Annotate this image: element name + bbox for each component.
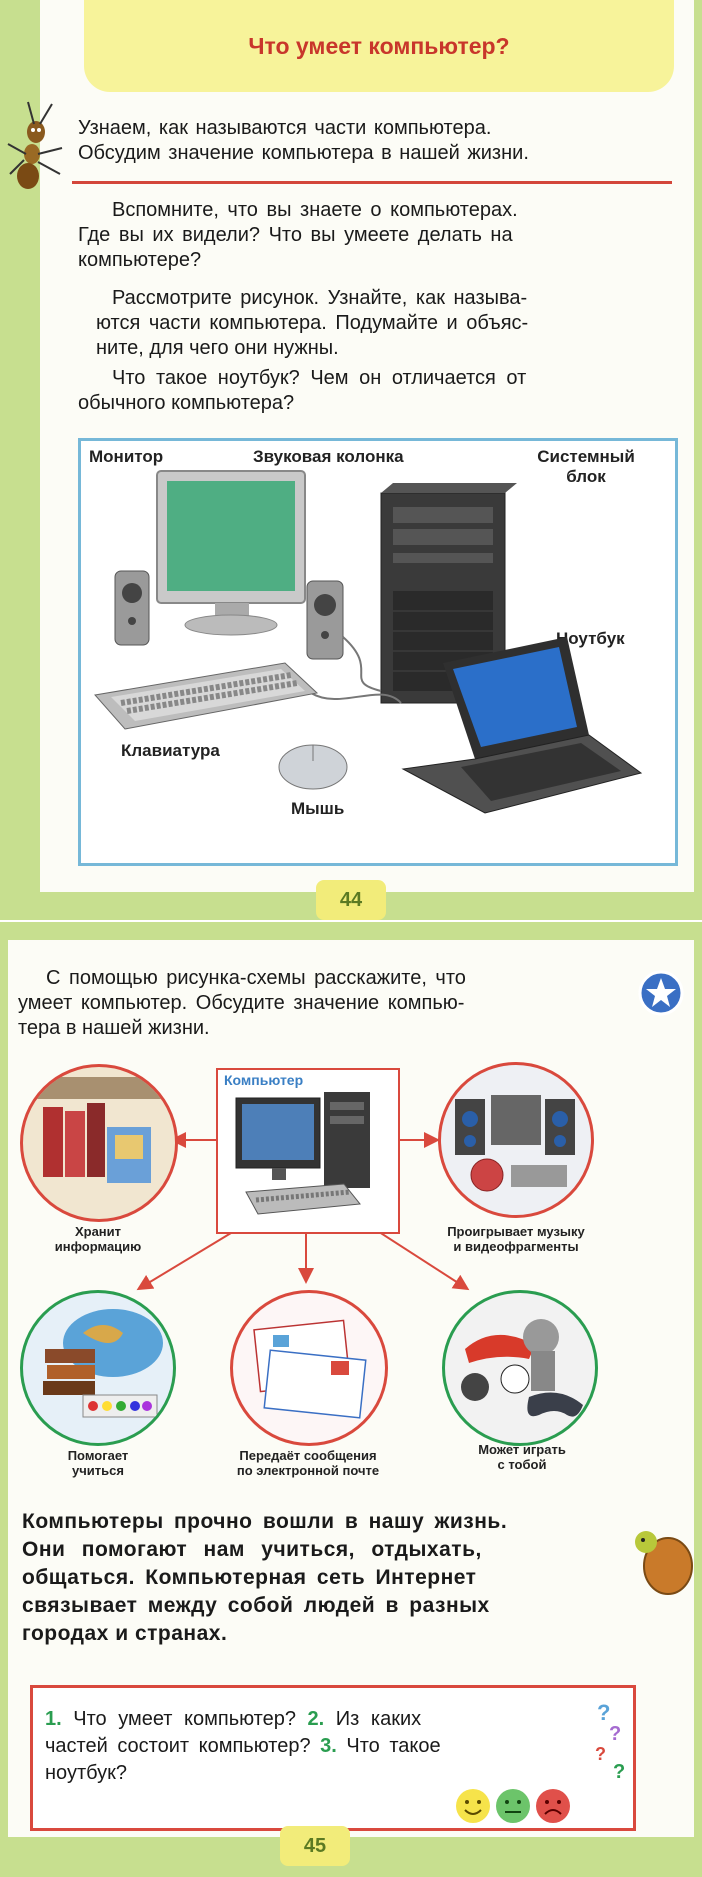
envelopes-icon: [253, 1319, 367, 1419]
stereo-icon: [455, 1095, 575, 1192]
question-marks-icon: ? ? ? ?: [595, 1700, 625, 1782]
label-laptop: Ноутбук: [556, 629, 625, 648]
circle-plays-games: [442, 1290, 598, 1446]
label-system-unit: Системный блок: [511, 447, 661, 487]
circle-helps-learn: [20, 1290, 176, 1446]
questions-box: 1. Что умеет компьютер? 2. Из каких част…: [30, 1685, 636, 1831]
monitor-icon: [156, 470, 306, 636]
caption-stores-line-1: Хранит: [74, 1224, 122, 1239]
para1-line-3: компьютере?: [78, 249, 202, 271]
summary-text: Компьютеры прочно вошли в нашу жизнь. Он…: [22, 1508, 622, 1648]
speaker-right-icon: [306, 580, 344, 660]
para2-line-3: ните, для чего они нужны.: [96, 337, 339, 359]
caption-helps-learn: Помогает учиться: [28, 1448, 168, 1478]
intro-line-1: С помощью рисунка-схемы расскажите, что: [46, 967, 466, 989]
page-number-44: 44: [316, 880, 386, 920]
caption-stores-info: Хранит информацию: [18, 1224, 178, 1254]
gamepad-icon: [461, 1319, 583, 1417]
mouse-icon: [278, 744, 348, 790]
smiley-sad-icon: [536, 1789, 570, 1823]
self-assessment-smileys: [456, 1789, 570, 1823]
caption-helps-line-1: Помогает: [67, 1448, 129, 1463]
page-title: Что умеет компьютер?: [248, 32, 510, 59]
svg-text:?: ?: [595, 1744, 606, 1764]
caption-plays-games: Может играть с тобой: [452, 1442, 592, 1472]
desktop-computer-icon: [235, 1092, 370, 1215]
schema-arrows: [136, 1132, 470, 1291]
goal-line-1: Узнаем, как называются части компьютера.: [78, 117, 492, 139]
divider: [72, 181, 672, 184]
caption-plays-music: Проигрывает музыку и видеофрагменты: [426, 1224, 606, 1254]
svg-text:?: ?: [613, 1761, 625, 1782]
paragraph-laptop: Что такое ноутбук? Чем он отличается от …: [78, 366, 672, 416]
page-number-45: 45: [280, 1826, 350, 1866]
globe-books-icon: [43, 1309, 163, 1418]
caption-plays-line-1: Проигрывает музыку: [447, 1224, 585, 1239]
question-3-part-1: Что такое: [346, 1735, 441, 1757]
smiley-neutral-icon: [496, 1789, 530, 1823]
books-icon: [23, 1077, 175, 1183]
computer-parts-figure: Монитор Звуковая колонка Системный блок …: [78, 438, 678, 866]
circle-plays-music: [438, 1062, 594, 1218]
question-2-part-1: Из каких: [335, 1708, 422, 1730]
caption-helps-line-2: учиться: [72, 1463, 124, 1478]
goal-line-2: Обсудим значение компьютера в нашей жизн…: [78, 142, 529, 164]
page-45: С помощью рисунка-схемы расскажите, что …: [0, 922, 702, 1877]
summary-line-4: связывает между собой людей в разных: [22, 1594, 490, 1617]
paragraph-recall: Вспомните, что вы знаете о компьютерах. …: [78, 198, 672, 273]
para2-line-1: Рассмотрите рисунок. Узнайте, как называ…: [112, 287, 528, 309]
star-badge-icon: [638, 970, 684, 1016]
paragraph-look: Рассмотрите рисунок. Узнайте, как называ…: [78, 286, 672, 361]
intro-line-3: тера в нашей жизни.: [18, 1017, 210, 1039]
smiley-happy-icon: [456, 1789, 490, 1823]
para3-line-2: обычного компьютера?: [78, 392, 295, 414]
label-keyboard: Клавиатура: [121, 741, 220, 760]
caption-sends-mail: Передаёт сообщения по электронной почте: [198, 1448, 418, 1478]
caption-game-line-1: Может играть: [478, 1442, 566, 1457]
question-3-part-2: ноутбук?: [45, 1762, 127, 1784]
summary-line-3: общаться. Компьютерная сеть Интернет: [22, 1566, 477, 1589]
caption-game-line-2: с тобой: [497, 1457, 547, 1472]
page-45-content: С помощью рисунка-схемы расскажите, что …: [8, 940, 694, 1837]
computer-parts-illustration: [94, 470, 643, 814]
speaker-left-icon: [114, 570, 150, 646]
para1-line-1: Вспомните, что вы знаете о компьютерах.: [112, 199, 518, 221]
summary-line-5: городах и странах.: [22, 1622, 228, 1645]
circle-stores-info: [20, 1064, 178, 1222]
schema-intro: С помощью рисунка-схемы расскажите, что …: [18, 966, 618, 1041]
keyboard-icon: [94, 662, 319, 730]
label-system-unit-line-1: Системный: [537, 447, 635, 466]
question-1: Что умеет компьютер?: [73, 1708, 296, 1730]
intro-line-2: умеет компьютер. Обсудите значение компь…: [18, 992, 465, 1014]
label-system-unit-line-2: блок: [566, 467, 606, 486]
turtle-mascot-icon: [635, 1531, 693, 1595]
laptop-icon: [401, 637, 643, 814]
computer-label: Компьютер: [224, 1072, 304, 1088]
para3-line-1: Что такое ноутбук? Чем он отличается от: [112, 367, 527, 389]
label-mouse: Мышь: [291, 799, 345, 818]
caption-mail-line-2: по электронной почте: [236, 1463, 380, 1478]
questions-text: 1. Что умеет компьютер? 2. Из каких част…: [45, 1706, 605, 1787]
svg-text:?: ?: [609, 1723, 621, 1745]
page-title-banner: Что умеет компьютер?: [84, 0, 674, 92]
label-speaker: Звуковая колонка: [253, 447, 404, 466]
para2-line-2: ются части компьютера. Подумайте и объяс…: [96, 312, 529, 334]
caption-plays-line-2: и видеофрагменты: [453, 1239, 579, 1254]
summary-line-2: Они помогают нам учиться, отдыхать,: [22, 1538, 482, 1561]
para1-line-2: Где вы их видели? Что вы умеете делать н…: [78, 224, 513, 246]
summary-line-1: Компьютеры прочно вошли в нашу жизнь.: [22, 1510, 508, 1533]
question-2-part-2: частей состоит компьютер?: [45, 1735, 311, 1757]
page-44: Что умеет компьютер? Узнаем, как называю…: [0, 0, 702, 920]
question-3-number: 3.: [320, 1735, 337, 1757]
lesson-goals: Узнаем, как называются части компьютера.…: [78, 116, 529, 166]
computer-schema-box: Компьютер: [216, 1068, 400, 1234]
svg-text:?: ?: [597, 1700, 610, 1725]
ant-mascot-icon: [7, 101, 63, 189]
caption-mail-line-1: Передаёт сообщения: [239, 1448, 377, 1463]
question-1-number: 1.: [45, 1708, 62, 1730]
label-monitor: Монитор: [89, 447, 164, 466]
circle-sends-mail: [230, 1290, 388, 1446]
caption-stores-line-2: информацию: [54, 1239, 142, 1254]
question-2-number: 2.: [307, 1708, 325, 1730]
